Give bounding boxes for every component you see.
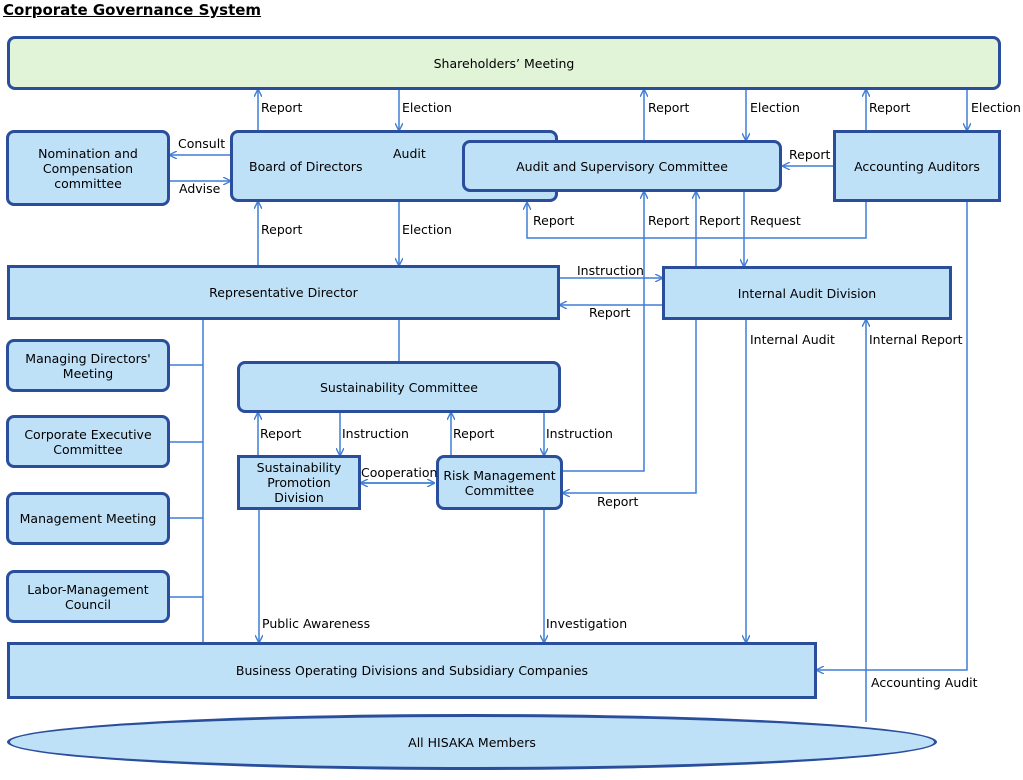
label-report-loop: Report — [533, 213, 575, 228]
label-report-rep-to-board: Report — [261, 222, 303, 237]
corporate-executive-committee-box: Corporate Executive Committee — [6, 415, 170, 468]
label-internal-report: Internal Report — [869, 332, 963, 347]
label-report-risk-to-committee: Report — [648, 213, 690, 228]
management-meeting-box: Management Meeting — [6, 492, 170, 545]
label-report-risk: Report — [453, 426, 495, 441]
representative-director-box: Representative Director — [7, 265, 560, 320]
accounting-auditors-box: Accounting Auditors — [833, 130, 1001, 202]
label-instruction-promo: Instruction — [342, 426, 409, 441]
label-internal-audit: Internal Audit — [750, 332, 835, 347]
label-public-awareness: Public Awareness — [262, 616, 371, 631]
label-consult: Consult — [178, 136, 226, 151]
label-election-auditors: Election — [971, 100, 1021, 115]
label-request: Request — [750, 213, 801, 228]
label-report-auditors-to-shareholders: Report — [869, 100, 911, 115]
label-report-internal-to-committee: Report — [699, 213, 741, 228]
business-divisions-box: Business Operating Divisions and Subsidi… — [7, 642, 817, 699]
label-report-auditors-to-committee: Report — [789, 147, 831, 162]
label-audit: Audit — [393, 146, 426, 161]
label-investigation: Investigation — [546, 616, 628, 631]
shareholders-meeting-box: Shareholders’ Meeting — [7, 36, 1001, 90]
sustainability-promotion-division-box: Sustainability Promotion Division — [237, 455, 361, 510]
label-report-internal-to-risk: Report — [597, 494, 639, 509]
label-report-internal-to-rep: Report — [589, 305, 631, 320]
label-advise: Advise — [179, 181, 221, 196]
labor-management-council-box: Labor-Management Council — [6, 570, 170, 623]
label-election-committee: Election — [750, 100, 800, 115]
internal-audit-division-box: Internal Audit Division — [662, 266, 952, 320]
label-report-promo: Report — [260, 426, 302, 441]
label-election-board: Election — [402, 100, 452, 115]
label-report-board-to-shareholders: Report — [261, 100, 303, 115]
audit-supervisory-committee-box: Audit and Supervisory Committee — [462, 140, 782, 192]
page-title: Corporate Governance System — [3, 1, 262, 19]
label-instruction-risk: Instruction — [546, 426, 613, 441]
label-cooperation: Cooperation — [361, 465, 438, 480]
all-members-ellipse: All HISAKA Members — [7, 714, 937, 770]
label-instruction-rep-to-internal: Instruction — [577, 263, 644, 278]
label-election-rep: Election — [402, 222, 452, 237]
label-report-committee-to-shareholders: Report — [648, 100, 690, 115]
nomination-committee-box: Nomination and Compensation committee — [6, 130, 170, 206]
risk-management-committee-box: Risk Management Committee — [436, 455, 563, 510]
managing-directors-meeting-box: Managing Directors' Meeting — [6, 339, 170, 392]
sustainability-committee-box: Sustainability Committee — [237, 361, 561, 413]
label-accounting-audit: Accounting Audit — [871, 675, 978, 690]
